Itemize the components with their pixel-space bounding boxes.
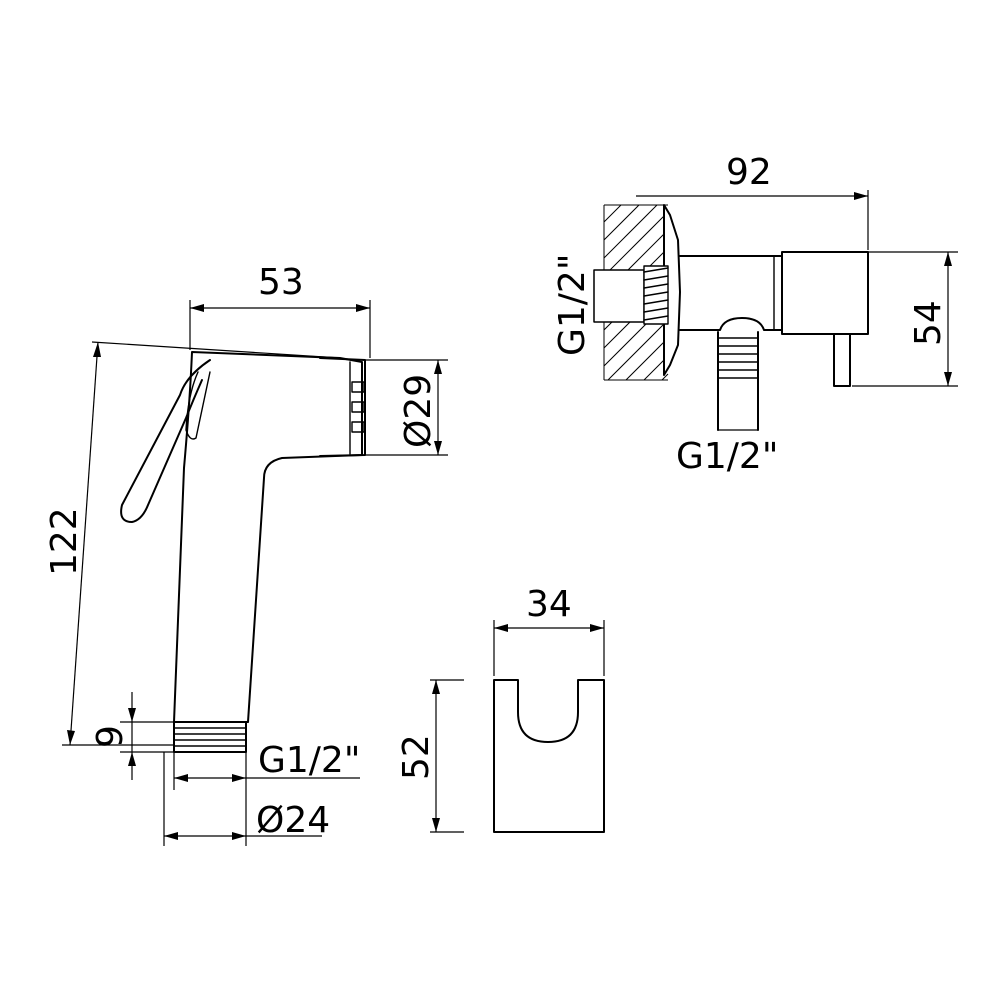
valve-wall-thread	[643, 265, 669, 325]
label-wall-thread-g12: G1/2"	[552, 254, 593, 356]
dimension-length-92: 92	[636, 152, 869, 250]
holder-view: 34 52	[396, 584, 605, 833]
dimension-head-diameter: Ø29	[365, 359, 448, 456]
valve-flange	[663, 204, 681, 376]
label-122: 122	[44, 507, 85, 576]
label-thread-g12: G1/2"	[258, 740, 360, 781]
dimension-thread-g12: G1/2"	[173, 740, 360, 790]
dimension-thread-length-9: 9	[90, 692, 174, 780]
valve-head	[781, 251, 869, 335]
valve-body	[679, 255, 783, 331]
hand-shower-head	[319, 357, 366, 457]
label-9: 9	[90, 725, 131, 748]
dimension-height-54: 54	[852, 251, 958, 387]
label-92: 92	[726, 152, 772, 193]
dimension-height-122: 122	[44, 341, 341, 746]
valve-handle	[833, 333, 851, 387]
angle-valve-view: 92 54 G1/2" G1/2"	[552, 152, 958, 477]
label-53: 53	[258, 262, 304, 303]
hand-shower-trigger	[120, 359, 211, 523]
label-34: 34	[526, 584, 572, 625]
hand-shower-body	[173, 351, 363, 723]
label-diameter-29: Ø29	[398, 374, 439, 448]
hand-shower-view: 53 Ø29 122 9	[44, 262, 448, 846]
dimension-base-diameter: Ø24	[163, 752, 330, 846]
dimension-width-53: 53	[189, 262, 371, 358]
dimension-wall-thread: G1/2"	[552, 254, 595, 356]
hand-shower-thread	[173, 721, 247, 753]
valve-outlet	[717, 331, 759, 431]
label-52: 52	[396, 734, 437, 780]
dimension-height-52: 52	[396, 679, 464, 833]
dimension-width-34: 34	[493, 584, 605, 676]
dimension-outlet-thread: G1/2"	[676, 429, 778, 477]
label-54: 54	[908, 300, 949, 346]
label-outlet-thread-g12: G1/2"	[676, 436, 778, 477]
label-diameter-24: Ø24	[256, 800, 330, 841]
holder-body	[493, 679, 605, 833]
